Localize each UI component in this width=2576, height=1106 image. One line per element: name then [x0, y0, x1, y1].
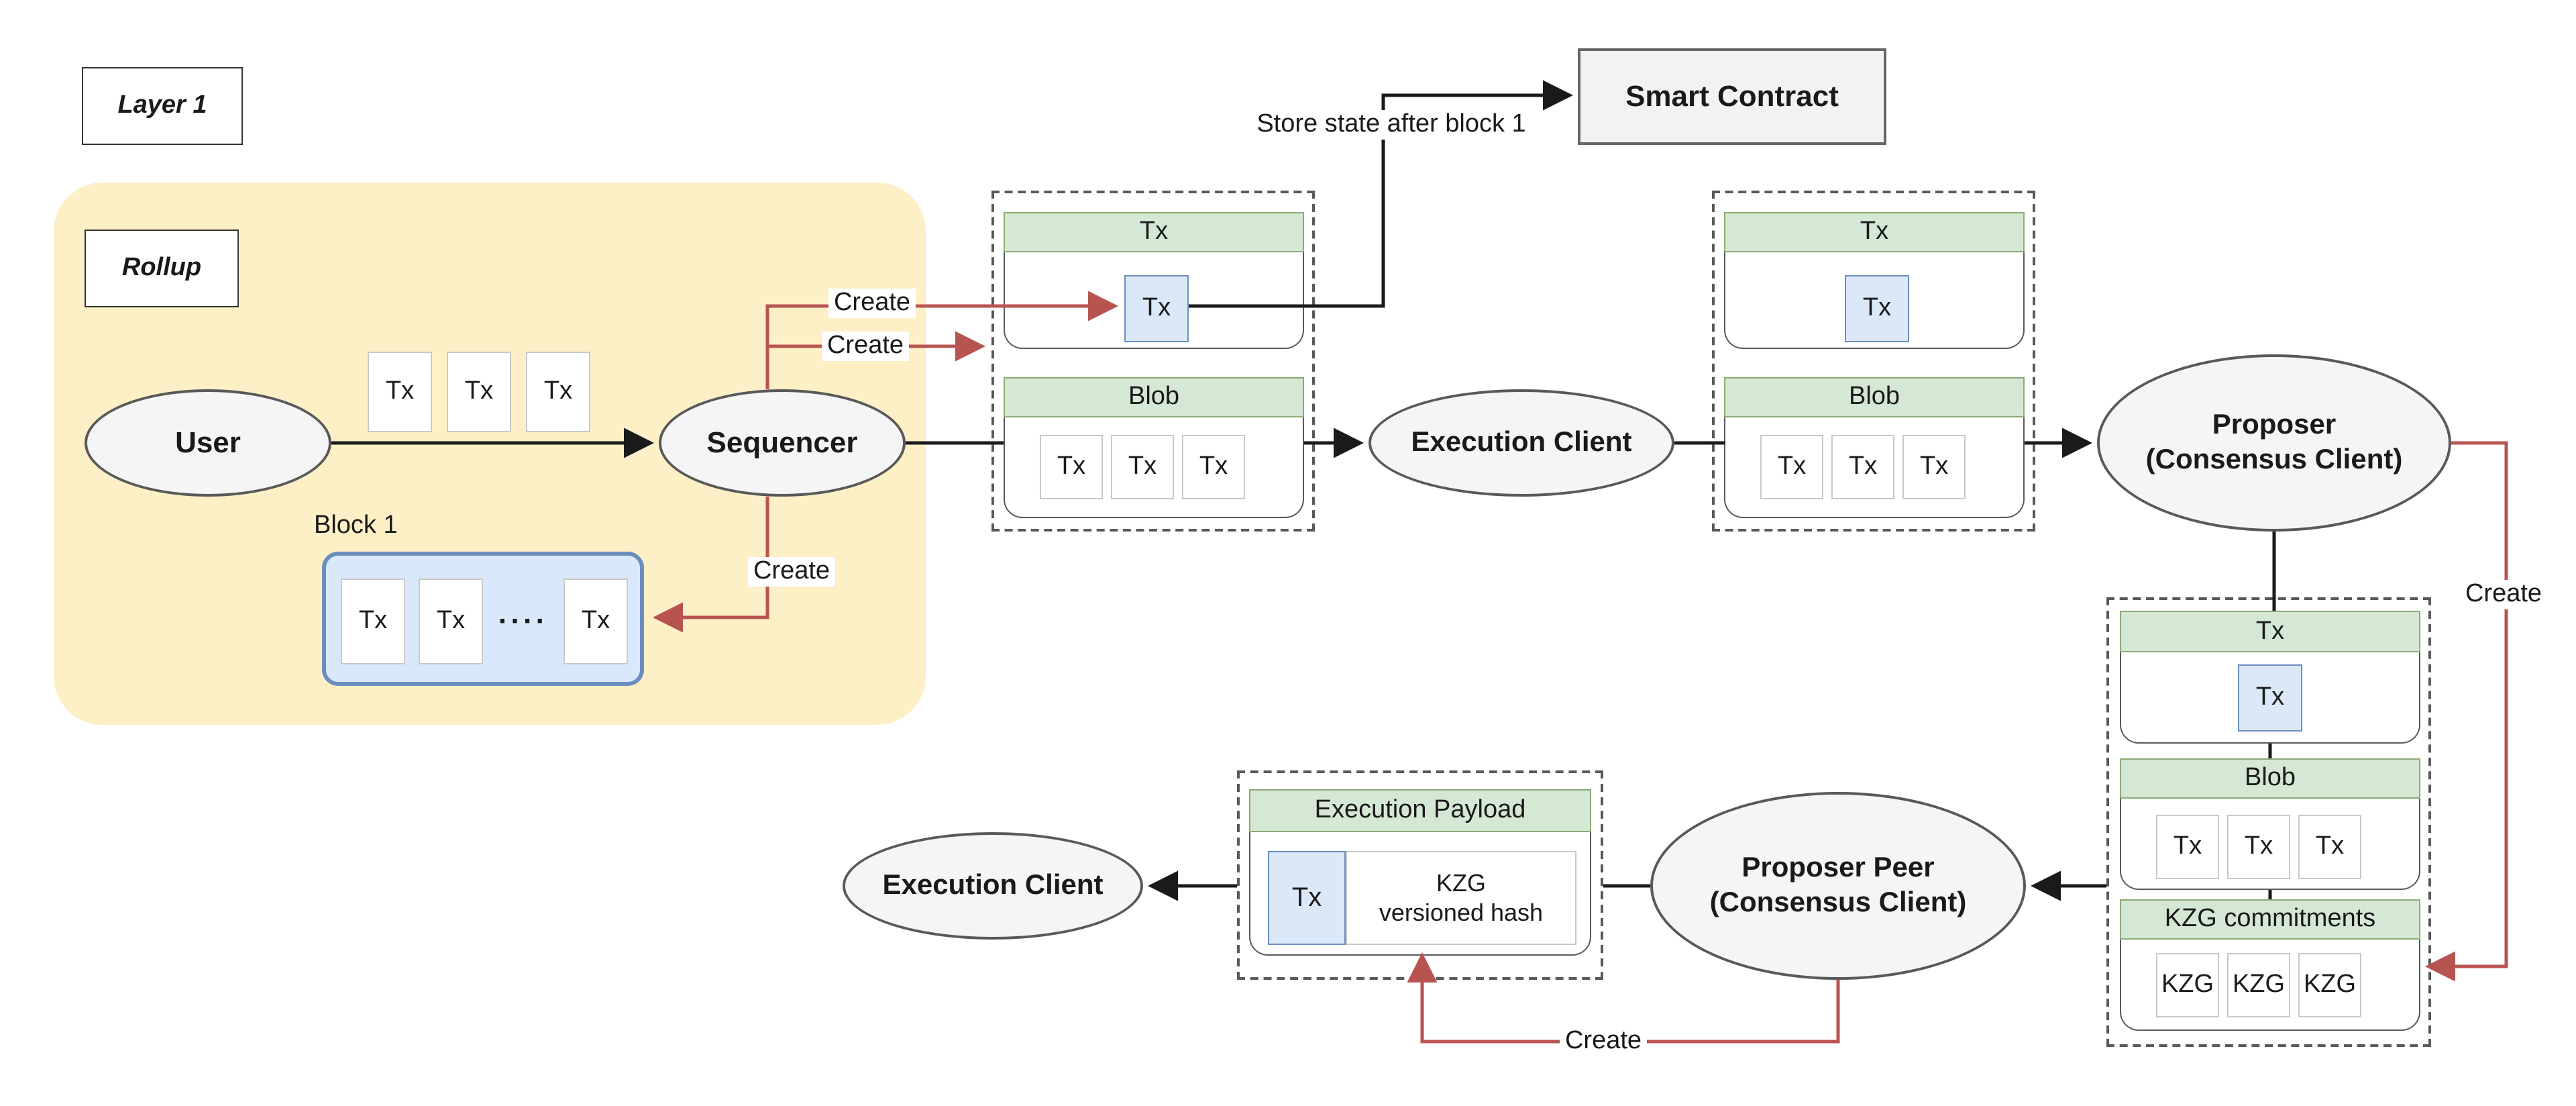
tx-card-title: Tx [1139, 217, 1169, 246]
proposer-label-line1: Proposer [2212, 409, 2337, 440]
proposer-peer-label-line1: Proposer Peer [1741, 852, 1935, 883]
block1-tx-2: Tx [419, 579, 483, 664]
blob3-tx-2: Tx [2227, 815, 2290, 879]
sequencer-node: Sequencer [659, 389, 906, 497]
blob2-tx-1: Tx [1760, 435, 1823, 499]
tx-label: Tx [1291, 883, 1322, 912]
smart-contract-label: Smart Contract [1625, 79, 1839, 113]
smart-contract-node: Smart Contract [1578, 48, 1886, 145]
blob2-tx-2: Tx [1831, 435, 1894, 499]
tx-card-title: Tx [2255, 617, 2285, 645]
blob-carrying-tx-3: Tx [2238, 664, 2302, 732]
block1-tx-n: Tx [564, 579, 628, 664]
blob1-tx-1: Tx [1040, 435, 1103, 499]
layer1-label: Layer 1 [117, 91, 207, 119]
execution-client-node: Execution Client [1368, 389, 1674, 497]
execution-payload-header: Execution Payload [1249, 789, 1591, 832]
tx-card-3-header: Tx [2120, 611, 2420, 652]
blob-card-3-header: Blob [2120, 758, 2420, 799]
mempool-tx-2: Tx [447, 352, 511, 432]
edge-create-kzg-commitments [2425, 441, 2508, 982]
kzg-card-header: KZG commitments [2120, 899, 2420, 940]
mempool-tx-3: Tx [526, 352, 590, 432]
proposer-label-line2: (Consensus Client) [2145, 444, 2403, 475]
tx-label: Tx [436, 607, 466, 635]
execution-client-label: Execution Client [1411, 427, 1632, 458]
blob1-tx-3: Tx [1182, 435, 1245, 499]
rollup-label: Rollup [121, 254, 202, 282]
create-label-blob: Create [821, 332, 910, 361]
proposer-node: Proposer (Consensus Client) [2097, 354, 2451, 532]
create-label-kzg: Create [2459, 580, 2548, 609]
proposer-peer-label-line2: (Consensus Client) [1709, 887, 1967, 918]
tx-card-2-header: Tx [1724, 212, 2025, 252]
tx-label: Tx [1128, 452, 1157, 481]
block1-tx-1: Tx [341, 579, 405, 664]
kzg-label: KZG [2232, 970, 2286, 999]
kzg-box-2: KZG [2227, 953, 2290, 1017]
kzg-versioned-hash-box: KZG versioned hash [1346, 851, 1576, 945]
tx-label: Tx [464, 377, 494, 405]
mempool-tx-1: Tx [368, 352, 432, 432]
tx-label: Tx [1057, 452, 1086, 481]
blob-carrying-tx-2: Tx [1845, 275, 1909, 342]
blob-carrying-tx-1: Tx [1124, 275, 1189, 342]
create-label-versioned-hash: Create [1559, 1027, 1648, 1056]
payload-tx: Tx [1268, 851, 1346, 945]
tx-label: Tx [581, 607, 610, 635]
kzg-versioned-hash-line2: versioned hash [1379, 899, 1544, 926]
rollup-box: Rollup [85, 230, 239, 307]
execution-payload-title: Execution Payload [1314, 796, 1526, 824]
blob-card-title: Blob [2244, 764, 2296, 792]
tx-label: Tx [1142, 294, 1171, 322]
kzg-box-3: KZG [2298, 953, 2361, 1017]
kzg-box-1: KZG [2156, 953, 2219, 1017]
block1-ellipsis: ···· [498, 604, 549, 638]
tx-label: Tx [2315, 832, 2345, 860]
sequencer-label: Sequencer [706, 425, 858, 459]
tx-card-1-header: Tx [1004, 212, 1304, 252]
tx-card-title: Tx [1860, 217, 1889, 246]
layer1-box: Layer 1 [82, 67, 243, 145]
user-node: User [85, 389, 331, 497]
blob-card-title: Blob [1848, 383, 1900, 411]
blob3-tx-1: Tx [2156, 815, 2219, 879]
tx-label: Tx [2244, 832, 2273, 860]
create-label-block1: Create [747, 557, 836, 587]
blob-card-1-header: Blob [1004, 377, 1304, 417]
tx-label: Tx [543, 377, 573, 405]
tx-label: Tx [2173, 832, 2202, 860]
tx-label: Tx [1862, 294, 1892, 322]
kzg-label: KZG [2303, 970, 2357, 999]
blob2-tx-3: Tx [1902, 435, 1966, 499]
user-label: User [175, 425, 241, 459]
block1-caption: Block 1 [314, 511, 398, 540]
blob-card-title: Blob [1128, 383, 1180, 411]
proposer-peer-node: Proposer Peer (Consensus Client) [1650, 792, 2026, 980]
tx-label: Tx [1848, 452, 1878, 481]
blob-card-2-header: Blob [1724, 377, 2025, 417]
kzg-label: KZG [2161, 970, 2214, 999]
create-label-blob-tx: Create [828, 289, 916, 318]
tx-label: Tx [2255, 683, 2285, 711]
blob-tx-container-2 [1712, 191, 2035, 532]
kzg-card-title: KZG commitments [2164, 905, 2376, 933]
blob1-tx-2: Tx [1111, 435, 1174, 499]
tx-label: Tx [1199, 452, 1228, 481]
tx-label: Tx [1777, 452, 1807, 481]
store-state-label: Store state after block 1 [1251, 110, 1532, 140]
execution-client-bottom-label: Execution Client [882, 870, 1104, 901]
blob3-tx-3: Tx [2298, 815, 2361, 879]
tx-label: Tx [1919, 452, 1949, 481]
tx-label: Tx [385, 377, 415, 405]
kzg-versioned-hash-line1: KZG [1436, 870, 1486, 897]
tx-label: Tx [358, 607, 388, 635]
execution-client-bottom-node: Execution Client [843, 832, 1143, 940]
